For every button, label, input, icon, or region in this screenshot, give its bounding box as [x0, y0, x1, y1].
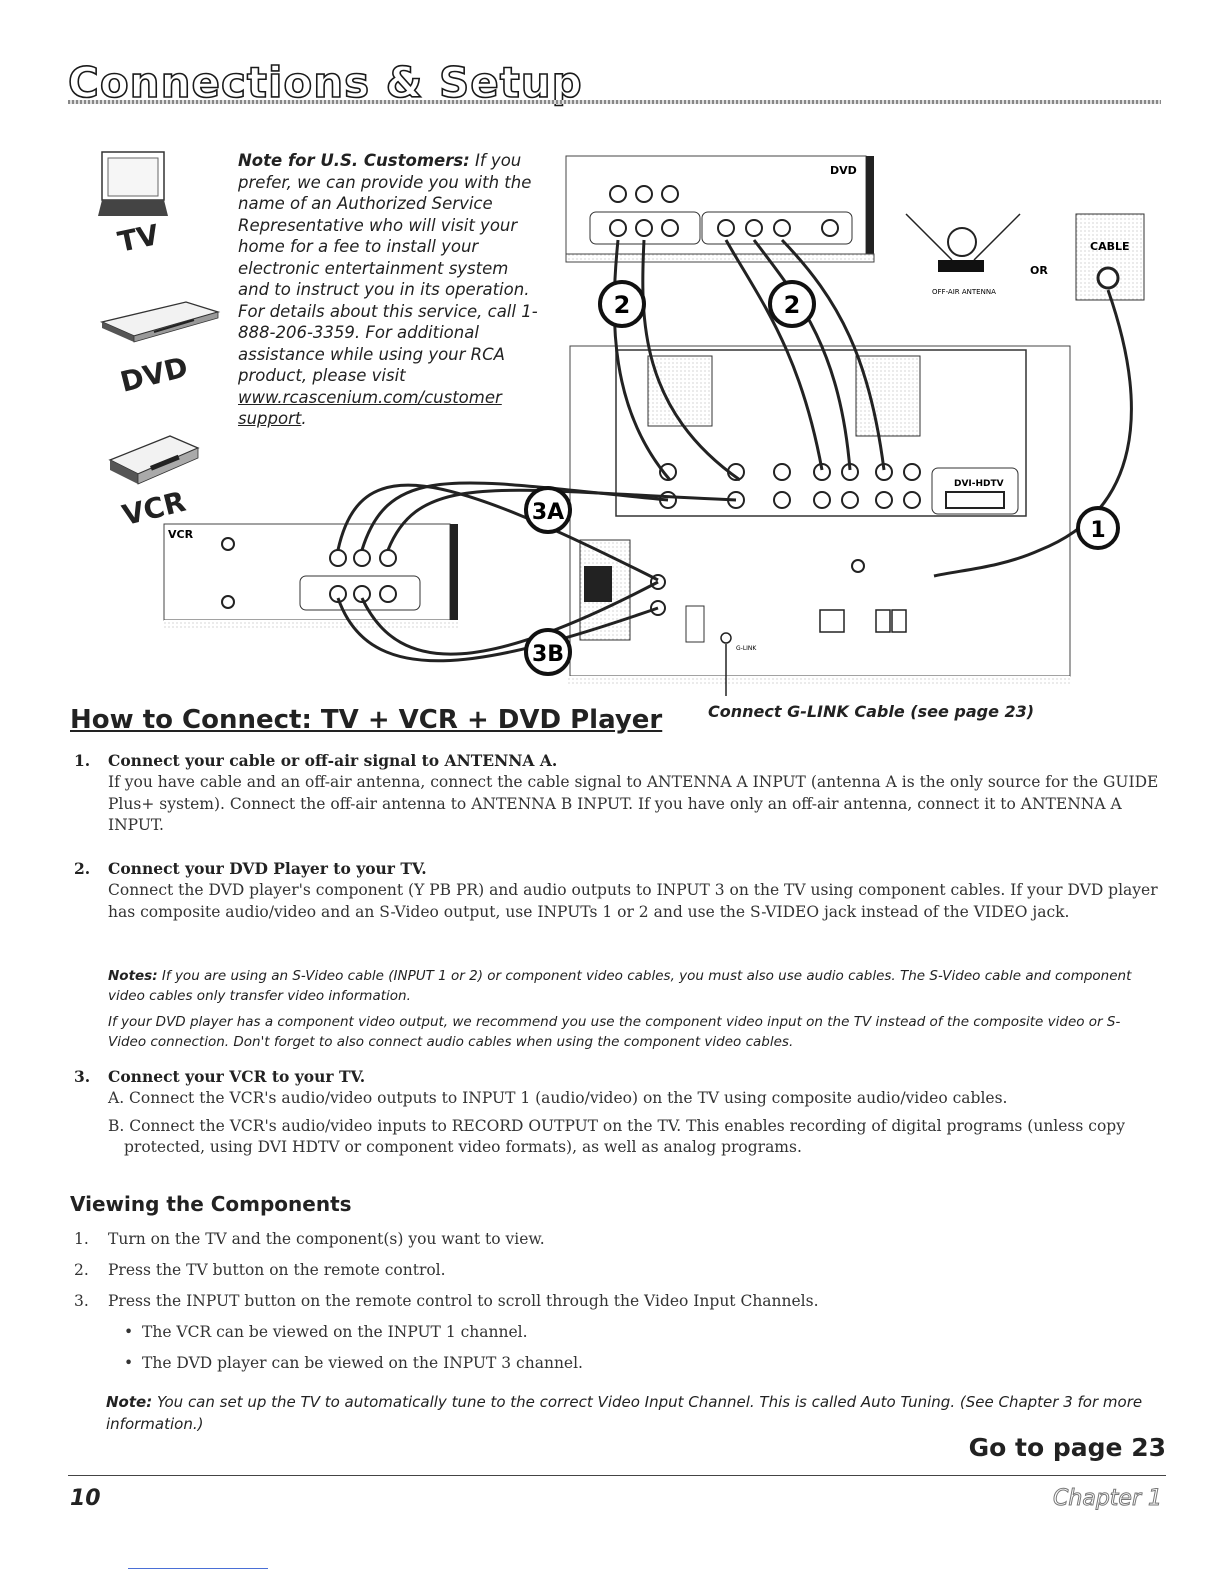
item-text: Press the INPUT button on the remote con… [108, 1292, 819, 1310]
header-rule [68, 100, 1161, 104]
chapter-label: Chapter 1 [1053, 1486, 1162, 1511]
callout-3b: 3B [526, 630, 570, 674]
bullet-icon: • [124, 1323, 133, 1341]
svg-text:3B: 3B [532, 642, 564, 667]
cable-wall-plate: CABLE [1076, 214, 1144, 300]
notes-line-1: If you are using an S-Video cable (INPUT… [108, 968, 1131, 1004]
svg-text:2: 2 [614, 291, 631, 319]
item-number: 2. [74, 1261, 89, 1279]
footer-rule [68, 1475, 1166, 1476]
tv-back-panel: TV DVI-HDTV G-LINK [566, 346, 1070, 696]
callout-2a: 2 [600, 282, 644, 326]
notes-line-2: If your DVD player has a component video… [108, 1012, 1138, 1052]
dvd-unit-label: DVD [830, 164, 857, 177]
notes-para-1: Notes: If you are using an S-Video cable… [108, 966, 1138, 1006]
step-heading: Connect your VCR to your TV. [108, 1066, 365, 1088]
step-1: 1. Connect your cable or off-air signal … [74, 750, 1164, 840]
notes-block: Notes: If you are using an S-Video cable… [108, 966, 1138, 1052]
bullet-text: The VCR can be viewed on the INPUT 1 cha… [142, 1323, 528, 1341]
step-number: 3. [74, 1066, 90, 1088]
step-3a: A. Connect the VCR's audio/video outputs… [108, 1088, 1164, 1110]
page-number: 10 [70, 1486, 101, 1511]
viewing-heading: Viewing the Components [70, 1192, 352, 1216]
note-label: Note: [106, 1393, 152, 1411]
cable-label: CABLE [1090, 240, 1130, 253]
bottom-line [128, 1568, 268, 1569]
item-number: 3. [74, 1292, 89, 1310]
off-air-antenna: OFF-AIR ANTENNA [906, 214, 1020, 296]
step-heading: Connect your DVD Player to your TV. [108, 858, 427, 880]
step-body: A. Connect the VCR's audio/video outputs… [108, 1088, 1164, 1159]
list-item: 1. Turn on the TV and the component(s) y… [74, 1230, 1074, 1261]
callout-3a: 3A [526, 488, 570, 532]
item-text: Press the TV button on the remote contro… [108, 1261, 446, 1279]
svg-text:2: 2 [784, 291, 801, 319]
dvi-label: DVI-HDTV [954, 479, 1004, 489]
list-item: 3. Press the INPUT button on the remote … [74, 1292, 1074, 1323]
step-3: 3. Connect your VCR to your TV. A. Conne… [74, 1066, 1164, 1176]
svg-text:1: 1 [1090, 518, 1105, 543]
antenna-label: OFF-AIR ANTENNA [932, 288, 996, 296]
list-item: 2. Press the TV button on the remote con… [74, 1261, 1074, 1292]
step-heading: Connect your cable or off-air signal to … [108, 750, 557, 772]
callout-2b: 2 [770, 282, 814, 326]
vcr-unit: VCR [164, 524, 458, 628]
note-text: You can set up the TV to automatically t… [106, 1393, 1142, 1433]
step-number: 2. [74, 858, 90, 880]
step-number: 1. [74, 750, 90, 772]
callout-1: 1 [1078, 508, 1118, 548]
bullet-icon: • [124, 1354, 133, 1372]
bullet-item: • The DVD player can be viewed on the IN… [74, 1354, 1074, 1385]
item-number: 1. [74, 1230, 89, 1248]
notes-label: Notes: [108, 968, 158, 984]
svg-text:3A: 3A [532, 500, 564, 525]
note-auto-tuning: Note: You can set up the TV to automatic… [106, 1391, 1146, 1435]
step-2: 2. Connect your DVD Player to your TV. C… [74, 858, 1164, 948]
bullet-item: • The VCR can be viewed on the INPUT 1 c… [74, 1323, 1074, 1354]
glink-jack-label: G-LINK [736, 645, 757, 652]
or-label: OR [1030, 264, 1048, 277]
viewing-list: 1. Turn on the TV and the component(s) y… [74, 1230, 1074, 1385]
dvd-unit: DVD [566, 156, 874, 262]
step-body: Connect the DVD player's component (Y PB… [108, 880, 1164, 923]
vcr-unit-label: VCR [168, 528, 194, 541]
item-text: Turn on the TV and the component(s) you … [108, 1230, 545, 1248]
connection-diagram: DVD OFF-AIR ANTENNA OR CABLE TV [140, 150, 1160, 710]
step-3b: B. Connect the VCR's audio/video inputs … [108, 1116, 1164, 1159]
main-heading: How to Connect: TV + VCR + DVD Player [70, 705, 662, 735]
step-body: If you have cable and an off-air antenna… [108, 772, 1164, 837]
bullet-text: The DVD player can be viewed on the INPU… [142, 1354, 583, 1372]
glink-caption: Connect G-LINK Cable (see page 23) [708, 702, 1034, 721]
go-to-page-link[interactable]: Go to page 23 [969, 1433, 1166, 1462]
